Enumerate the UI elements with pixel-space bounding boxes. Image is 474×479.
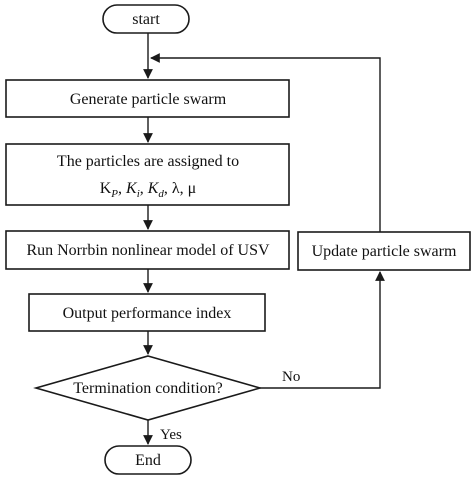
assign-line1-label: The particles are assigned to (57, 153, 239, 170)
sep-2: , (140, 180, 148, 197)
no-edge-label: No (282, 369, 300, 385)
kp-subscript: P (110, 188, 118, 200)
lambda-mu-symbols: λ, μ (172, 180, 196, 197)
kd-symbol: K (147, 180, 160, 197)
start-node: start (102, 4, 190, 34)
output-index-label: Output performance index (63, 305, 232, 322)
termination-label: Termination condition? (73, 380, 223, 397)
sep-3: , (164, 180, 172, 197)
update-swarm-label: Update particle swarm (312, 243, 457, 260)
end-label: End (135, 452, 161, 469)
assign-params-node: The particles are assigned to KP, Ki, Kd… (5, 143, 290, 206)
ki-symbol: K (125, 180, 138, 197)
kp-symbol: K (100, 180, 112, 197)
ki-subscript: i (137, 188, 140, 200)
update-swarm-node: Update particle swarm (297, 231, 471, 271)
generate-swarm-label: Generate particle swarm (70, 91, 227, 108)
sep-1: , (118, 180, 126, 197)
arrow-decision-no-to-update (260, 271, 385, 389)
end-node: End (104, 445, 192, 475)
yes-edge-label: Yes (160, 427, 182, 443)
output-index-node: Output performance index (28, 293, 266, 332)
assign-params-list: KP, Ki, Kd, λ, μ (100, 180, 197, 200)
arrow-update-loop-back (150, 53, 381, 232)
run-model-node: Run Norrbin nonlinear model of USV (5, 230, 290, 270)
run-model-label: Run Norrbin nonlinear model of USV (26, 242, 270, 259)
generate-swarm-node: Generate particle swarm (5, 79, 290, 118)
start-label: start (132, 11, 160, 28)
kd-subscript: d (158, 188, 164, 200)
termination-decision-node: Termination condition? (33, 355, 263, 421)
